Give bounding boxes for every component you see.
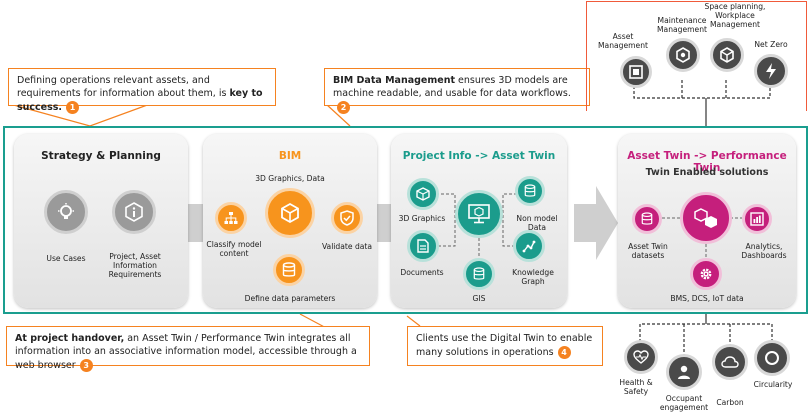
callout-clients-use: Clients use the Digital Twin to enable m… [407,326,603,366]
hierarchy-icon [215,202,247,234]
callout-3-number: 3 [79,358,93,372]
label-3d-graphics: 3D Graphics [398,214,446,223]
label-asset-twin-datasets: Asset Twin datasets [628,242,668,261]
label-maintenance-management: Maintenance Management [656,16,708,35]
label-net-zero: Net Zero [754,40,788,49]
cloud-icon[interactable] [712,344,748,380]
panel-subtitle: Twin Enabled solutions [645,167,769,178]
label-gis: GIS [472,294,486,303]
database-teal-icon [515,176,545,206]
maintenance-icon[interactable] [666,38,700,72]
panel-title-bim: BIM [278,150,302,162]
label-classify: Classify model content [206,240,262,259]
database-icon [273,254,305,286]
callout-1-emphasis: key to success. [17,87,263,113]
dashboard-icon [742,204,772,234]
panel-bim: BIM 3D Graphics, Data Classify model con… [203,134,377,308]
label-carbon: Carbon [716,398,744,407]
document-icon [407,230,439,262]
label-validate: Validate data [321,242,373,251]
label-occupant-engagement: Occupant engagement [659,394,709,413]
label-bms-dcs-iot: BMS, DCS, IoT data [670,294,744,303]
label-analytics: Analytics, Dashboards [741,242,787,261]
callout-3-emphasis: At project handover, [15,333,125,344]
callout-4-text: Clients use the Digital Twin to enable m… [416,333,593,358]
top-solutions-frame [586,1,807,111]
panel-strategy-planning: Strategy & Planning Use Cases Project, A… [14,134,188,308]
callout-3-text: an Asset Twin / Performance Twin integra… [15,333,357,371]
shield-check-icon [331,202,363,234]
cube-icon [265,188,315,238]
callout-2-emphasis: BIM Data Management [333,75,456,86]
callout-1-text: Defining operations relevant assets, and… [17,75,230,99]
datasets-icon [632,204,662,234]
label-circularity: Circularity [753,380,793,389]
main-frame [3,126,808,314]
callout-project-handover: At project handover, an Asset Twin / Per… [6,326,370,372]
gis-database-icon [463,258,495,290]
graph-icon [513,230,545,262]
label-define-data: Define data parameters [244,294,336,303]
panel-title-project: Project Info -> Asset Twin [402,150,556,162]
label-use-cases: Use Cases [46,254,86,263]
asset-icon[interactable] [620,56,652,88]
label-documents: Documents [400,268,444,277]
label-3d-graphics-data: 3D Graphics, Data [255,174,325,183]
label-health-safety: Health & Safety [619,378,653,397]
connector-bar-1 [186,204,208,242]
panel-performance-twin: Asset Twin -> Performance Twin Twin Enab… [618,134,796,308]
panel-title-strategy: Strategy & Planning [41,150,161,162]
connector-bar-2 [372,204,394,242]
performance-links [662,217,742,258]
panel-project-info: Project Info -> Asset Twin 3D Graphics N… [391,134,567,308]
lightning-icon[interactable] [754,54,788,88]
label-space-planning: Space planning, Workplace Management [704,2,766,30]
panel-title-performance: Asset Twin -> Performance Twin [627,150,787,174]
label-non-model-data: Non model Data [516,214,558,233]
space-icon[interactable] [710,38,744,72]
callout-1-number: 1 [66,100,80,114]
callout-key-to-success: Defining operations relevant assets, and… [8,68,276,114]
callout-2-number: 2 [337,100,350,114]
label-requirements: Project, Asset Information Requirements [108,252,162,280]
lightbulb-icon [44,190,88,234]
cubes-icon [680,192,732,244]
callout-4-number: 4 [557,345,571,359]
callout-2-text: ensures 3D models are machine readable, … [333,75,571,99]
info-icon [112,190,156,234]
heart-pulse-icon[interactable] [624,340,658,374]
label-asset-management: Asset Management [597,32,649,51]
circle-icon[interactable] [754,340,790,376]
callout-bim-data-management: BIM Data Management ensures 3D models ar… [324,68,590,114]
gear-icon [690,258,722,290]
label-knowledge-graph: Knowledge Graph [512,268,554,287]
flow-arrow [574,186,618,260]
person-icon[interactable] [666,354,702,390]
cube-teal-icon [407,178,439,210]
monitor-cube-icon [455,190,503,238]
